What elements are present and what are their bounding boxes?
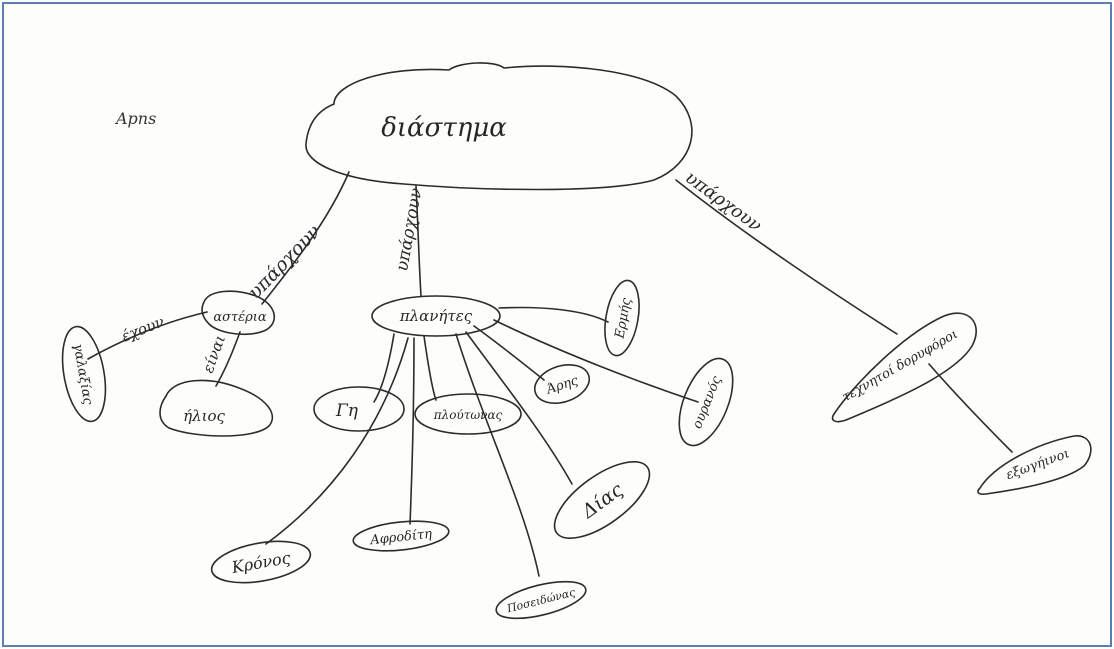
node-earth-label: Γη [335,401,359,421]
node-neptune-label: Ποσειδώνας [505,586,578,616]
node-galaxy-label: γαλαξίας [70,342,96,406]
edge-label-right: υπάρχουν [681,167,766,236]
node-saturn: Κρόνος [210,540,312,584]
line-planets-pluto [423,335,437,401]
node-sun: ήλιος [159,379,274,437]
line-stars-galaxy [87,311,208,360]
node-mars-label: Άρης [544,373,581,398]
node-pluto-label: πλούτωνας [433,408,503,422]
edge-label-stars-galaxy: έχουν [119,312,167,345]
margin-note: Apns [114,109,156,128]
node-stars-label: αστέρια [213,310,267,325]
line-planets-venus [409,337,415,525]
line-planets-mars [473,325,545,381]
node-stars: αστέρια [201,290,276,336]
node-mars: Άρης [533,364,591,404]
line-space-satellites [675,179,898,335]
line-satellites-aliens [928,363,1013,453]
concept-map: Apns διάστημα υπάρχουν υπάρχουν υπάρχουν… [61,62,1092,620]
edge-label-left: υπάρχουν [244,220,325,303]
central-label: διάστημα [381,113,507,143]
line-planets-earth [373,333,395,403]
cloud-shape [305,62,693,191]
node-sun-label: ήλιος [183,407,225,425]
line-space-stars [261,171,350,305]
node-neptune: Ποσειδώνας [495,580,587,620]
line-space-planets [415,185,422,297]
node-pluto: πλούτωνας [414,393,522,435]
line-planets-jupiter [465,331,573,485]
node-satellites: τεχνητοί δορυφόροι [831,312,977,423]
central-node: διάστημα [305,62,693,191]
node-earth: Γη [313,386,405,432]
node-extraterrestrials: εξωγήινοι [977,435,1092,495]
node-satellites-label: τεχνητοί δορυφόροι [840,327,961,405]
line-planets-uranus [493,319,699,403]
node-planets-label: πλανήτες [399,307,473,325]
edge-label-middle: υπάρχουν [392,186,426,272]
line-planets-neptune [455,333,540,577]
node-planets: πλανήτες [371,295,501,337]
node-uranus: ουρανός [678,357,734,447]
node-venus: Αφροδίτη [352,520,450,552]
node-galaxy: γαλαξίας [61,325,107,423]
node-saturn-label: Κρόνος [229,548,292,577]
node-mercury: Ερμής [604,279,640,357]
line-planets-mercury [498,306,609,323]
connection-lines [87,171,1013,577]
node-mercury-label: Ερμής [612,296,634,340]
node-venus-label: Αφροδίτη [369,527,433,549]
line-planets-saturn [265,337,409,545]
